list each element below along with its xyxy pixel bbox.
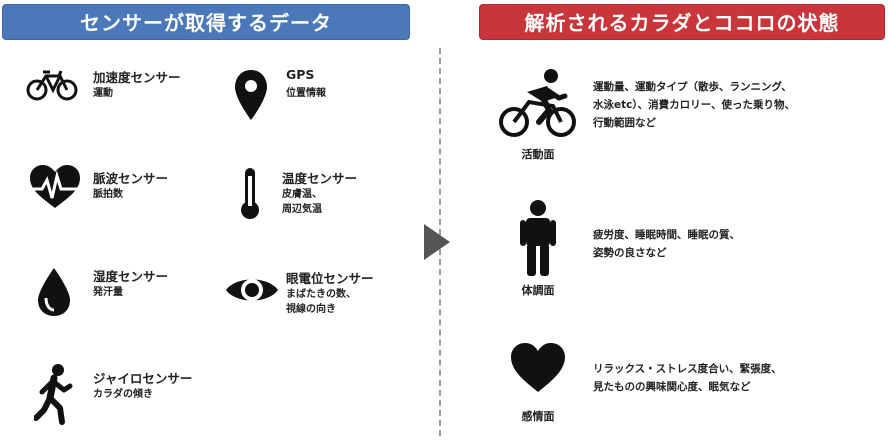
sensor-data-header: センサーが取得するデータ	[2, 4, 410, 40]
right-arrow-icon	[424, 224, 450, 260]
heart-pulse-icon	[28, 164, 82, 210]
walking-person-icon	[34, 364, 76, 426]
sensor-title: 加速度センサー	[93, 70, 181, 85]
sensor-description: 脈拍数	[93, 189, 123, 200]
person-icon	[520, 200, 556, 276]
bicycle-icon	[26, 68, 78, 102]
sensor-description: 皮膚温、 周辺気温	[282, 189, 322, 215]
analyzed-state-header: 解析されるカラダとココロの状態	[479, 4, 885, 40]
sensor-description: 発汗量	[93, 287, 123, 298]
aspect-description: リラックス・ストレス度合い、緊張度、 見たものの興味関心度、眠気など	[593, 363, 782, 393]
aspect-label: 体調面	[521, 284, 555, 297]
thermometer-icon	[238, 166, 262, 220]
sensor-description: カラダの傾き	[93, 389, 153, 400]
aspect-description: 疲労度、睡眠時間、睡眠の質、 姿勢の良さなど	[593, 229, 740, 259]
sensor-title: GPS	[286, 67, 315, 82]
sensor-title: 温度センサー	[282, 171, 358, 186]
cyclist-icon	[499, 68, 577, 140]
aspect-label: 感情面	[521, 410, 555, 423]
sensor-title: 眼電位センサー	[286, 271, 374, 286]
aspect-label: 活動面	[521, 148, 555, 161]
sensor-description: まばたきの数、 視線の向き	[286, 289, 356, 315]
map-pin-icon	[233, 68, 269, 122]
eye-icon	[224, 272, 280, 308]
sensor-description: 運動	[93, 88, 113, 99]
aspect-description: 運動量、運動タイプ（散歩、ランニング、 水泳etc）、消費カロリー、使った乗り物…	[593, 81, 796, 129]
drop-icon	[36, 266, 72, 318]
sensor-description: 位置情報	[286, 88, 326, 99]
sensor-title: 脈波センサー	[93, 171, 169, 186]
heart-icon	[509, 342, 567, 394]
sensor-title: 湿度センサー	[93, 269, 169, 284]
sensor-title: ジャイロセンサー	[93, 371, 193, 386]
